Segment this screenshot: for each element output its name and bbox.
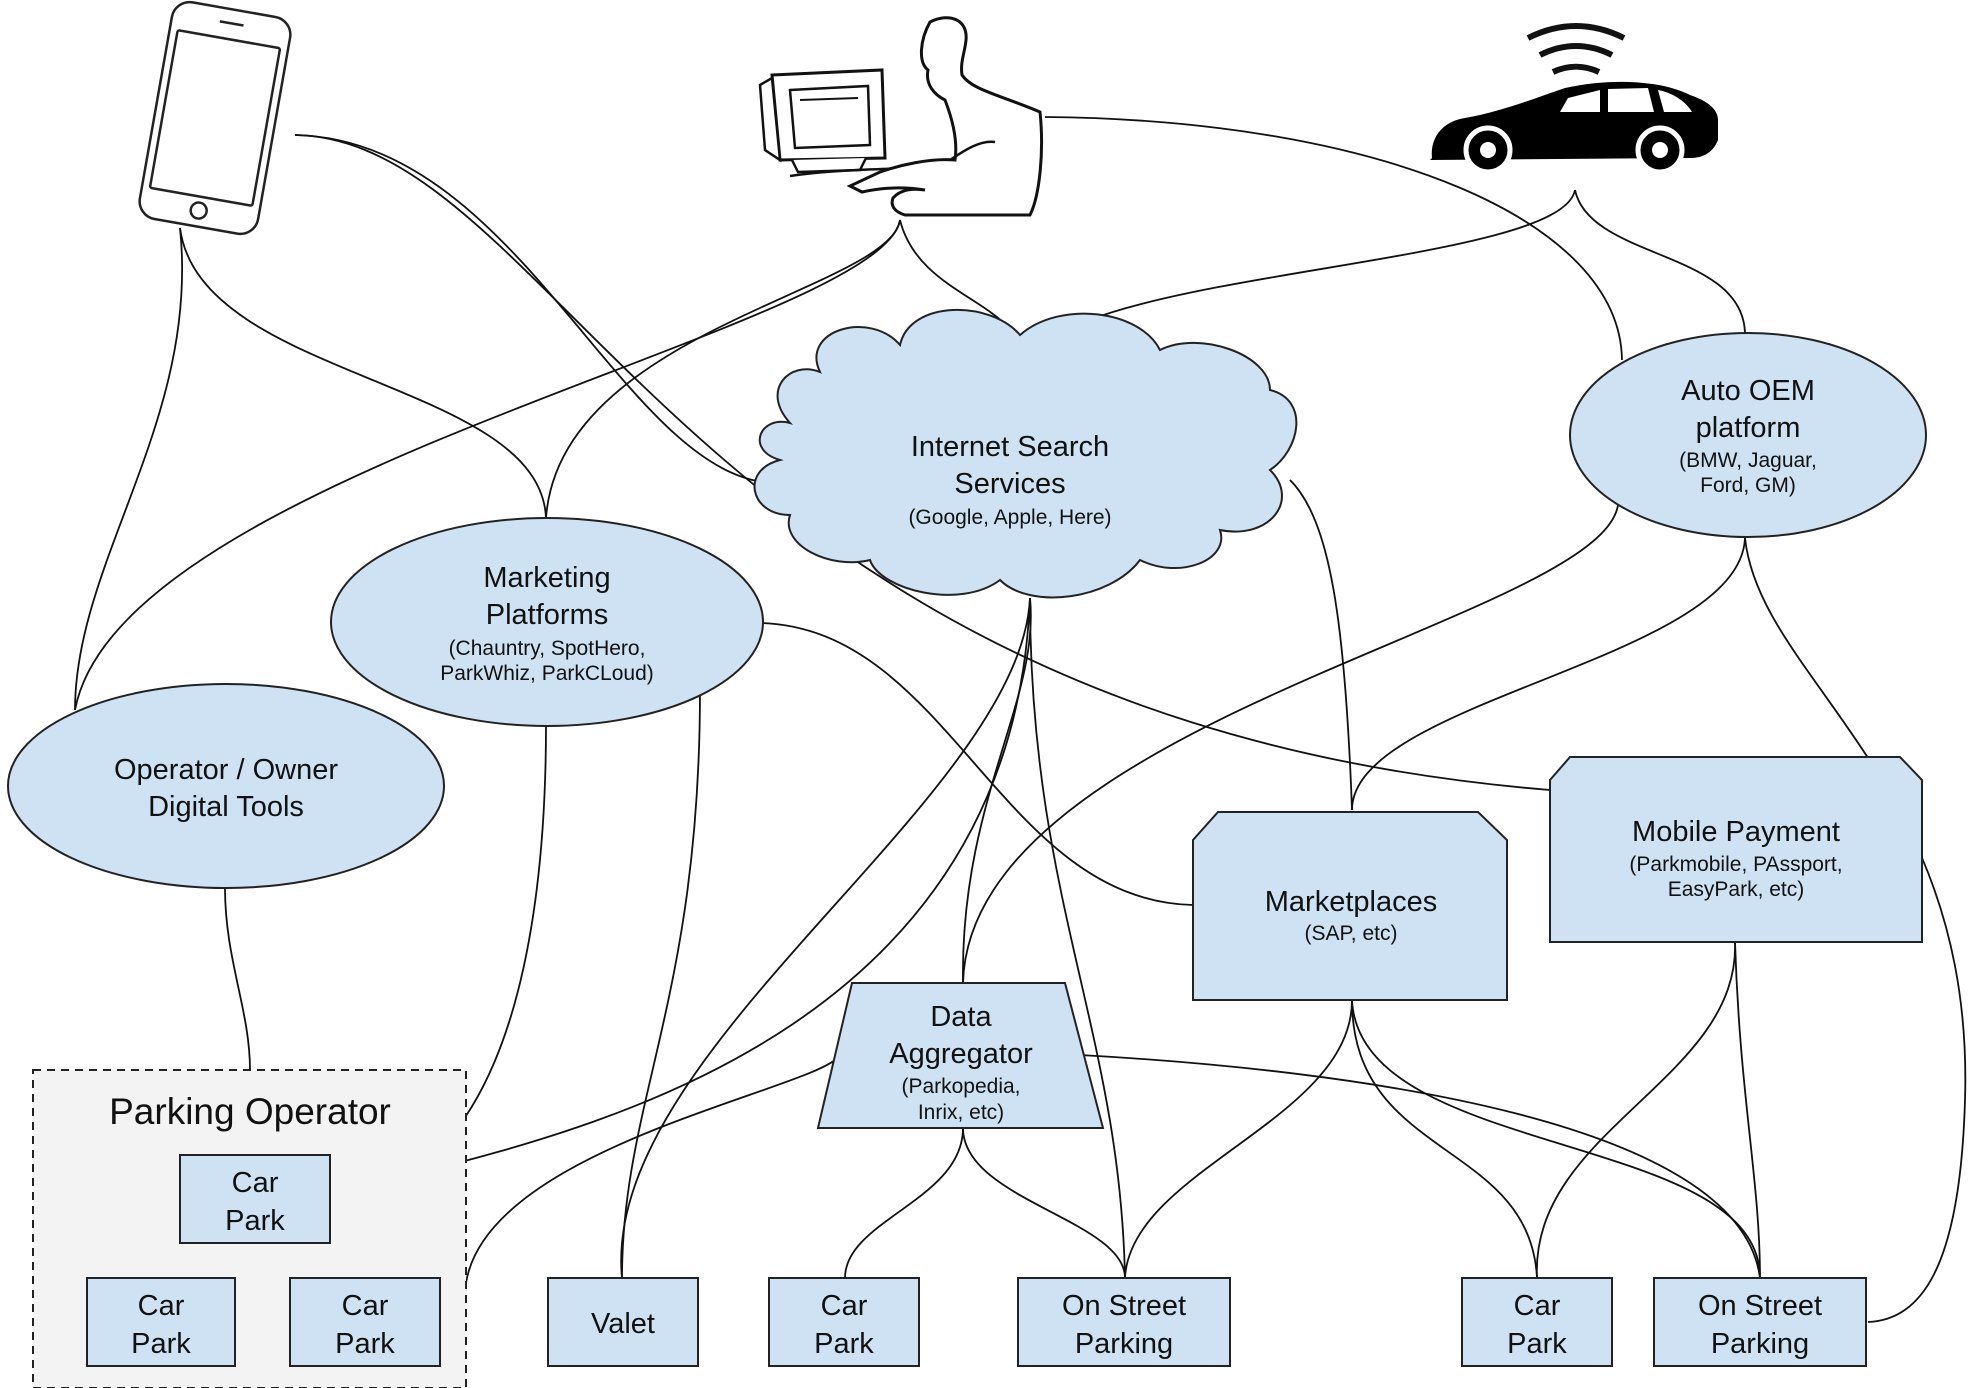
valet-box: Valet <box>547 1277 699 1367</box>
car-park-label-1: Car <box>821 1290 868 1322</box>
mobile-payment-subtitle-1: (Parkmobile, PAssport, <box>1629 853 1842 876</box>
edge-search-marketplaces <box>1289 479 1353 811</box>
car-park-label-2: Park <box>1507 1328 1567 1360</box>
edge-marketing-marketplaces <box>761 622 1194 906</box>
edge-mobile-payment-carpark <box>1536 941 1736 1279</box>
car-park-label-1: Car <box>138 1290 185 1322</box>
person-at-computer-icon <box>758 16 1044 217</box>
internet-search-title-1: Internet Search <box>911 431 1109 463</box>
edge-aggregator-carpark-1 <box>844 1127 964 1279</box>
auto-oem-subtitle-2: Ford, GM) <box>1700 474 1796 497</box>
operator-owner-digital-tools-node: Operator / Owner Digital Tools <box>7 683 445 889</box>
edge-mobile-payment-onstreet <box>1734 941 1761 1279</box>
auto-oem-title-1: Auto OEM <box>1681 375 1815 407</box>
internet-search-services-node: Internet Search Services (Google, Apple,… <box>753 309 1298 599</box>
parking-operator-group: Parking Operator Car Park Car Park Car P… <box>32 1069 467 1388</box>
edge-oem-aggregator <box>962 504 1619 984</box>
car-park-box-right: Car Park <box>1461 1277 1613 1367</box>
marketing-platforms-node: Marketing Platforms (Chauntry, SpotHero,… <box>330 517 764 727</box>
edge-search-onstreet <box>1029 597 1126 1279</box>
car-park-label-2: Park <box>814 1328 874 1360</box>
smartphone-icon <box>138 0 292 236</box>
edge-marketplaces-onstreet-1 <box>1124 999 1353 1279</box>
edge-marketplaces-carpark-right <box>1351 999 1538 1279</box>
edge-aggregator-onstreet-right <box>1079 1054 1761 1279</box>
marketplaces-subtitle: (SAP, etc) <box>1305 922 1398 945</box>
edge-oem-onstreet <box>1744 537 1967 1323</box>
on-street-label-1: On Street <box>1062 1290 1186 1322</box>
marketing-subtitle-2: ParkWhiz, ParkCLoud) <box>440 662 654 685</box>
operator-tools-title-2: Digital Tools <box>148 791 304 823</box>
data-aggregator-node: Data Aggregator (Parkopedia, Inrix, etc) <box>816 982 1105 1129</box>
mobile-payment-title: Mobile Payment <box>1632 816 1840 848</box>
edge-phone-internet-search <box>294 134 771 484</box>
marketplaces-title: Marketplaces <box>1265 886 1437 918</box>
data-aggregator-title-1: Data <box>930 1001 992 1033</box>
on-street-label-2: Parking <box>1711 1328 1809 1360</box>
edge-search-aggregator <box>962 597 1032 984</box>
edge-aggregator-onstreet-1 <box>962 1127 1126 1279</box>
internet-search-subtitle: (Google, Apple, Here) <box>908 506 1111 529</box>
parking-operator-title: Parking Operator <box>109 1091 391 1132</box>
edge-car-auto-oem <box>1574 189 1746 336</box>
marketplaces-node: Marketplaces (SAP, etc) <box>1192 811 1508 1001</box>
marketing-subtitle-1: (Chauntry, SpotHero, <box>449 637 646 660</box>
on-street-label-1: On Street <box>1698 1290 1822 1322</box>
edge-phone-mobile-payment <box>294 134 1551 791</box>
edge-phone-operator-tools <box>74 227 184 711</box>
edge-desktop-auto-oem <box>1044 116 1623 361</box>
edge-desktop-operator-tools <box>74 219 901 711</box>
car-park-box-operator-left: Car Park <box>86 1277 236 1367</box>
auto-oem-subtitle-1: (BMW, Jaguar, <box>1679 449 1817 472</box>
data-aggregator-subtitle-2: Inrix, etc) <box>918 1101 1004 1124</box>
edge-desktop-marketing <box>545 219 901 519</box>
edge-phone-marketing <box>179 227 547 519</box>
car-park-label-1: Car <box>232 1167 279 1199</box>
car-park-label-2: Park <box>225 1205 285 1237</box>
edge-operator-tools-group <box>224 887 251 1071</box>
marketing-title-1: Marketing <box>483 562 610 594</box>
edge-oem-marketplaces <box>1351 537 1746 811</box>
car-park-box-center: Car Park <box>768 1277 920 1367</box>
on-street-parking-box-right: On Street Parking <box>1653 1277 1867 1367</box>
car-park-box-operator-right: Car Park <box>289 1277 441 1367</box>
internet-search-title-2: Services <box>954 468 1065 500</box>
data-aggregator-subtitle-1: (Parkopedia, <box>901 1075 1020 1098</box>
on-street-parking-box-center: On Street Parking <box>1017 1277 1231 1367</box>
auto-oem-title-2: platform <box>1696 412 1801 444</box>
edge-marketing-valet <box>621 689 701 1279</box>
data-aggregator-title-2: Aggregator <box>889 1038 1033 1070</box>
mobile-payment-subtitle-2: EasyPark, etc) <box>1668 878 1805 901</box>
on-street-label-2: Parking <box>1075 1328 1173 1360</box>
operator-tools-title-1: Operator / Owner <box>114 754 338 786</box>
valet-label: Valet <box>591 1308 655 1340</box>
mobile-payment-node: Mobile Payment (Parkmobile, PAssport, Ea… <box>1549 756 1923 943</box>
connected-car-icon <box>1430 23 1718 175</box>
car-park-label-1: Car <box>342 1290 389 1322</box>
marketing-title-2: Platforms <box>486 599 608 631</box>
car-park-label-2: Park <box>131 1328 191 1360</box>
auto-oem-platform-node: Auto OEM platform (BMW, Jaguar, Ford, GM… <box>1569 332 1927 538</box>
edge-search-valet <box>620 597 1031 1279</box>
car-park-label-2: Park <box>335 1328 395 1360</box>
edge-marketplaces-onstreet-right <box>1351 999 1761 1279</box>
car-park-label-1: Car <box>1514 1290 1561 1322</box>
car-park-box-operator-top: Car Park <box>179 1154 331 1244</box>
